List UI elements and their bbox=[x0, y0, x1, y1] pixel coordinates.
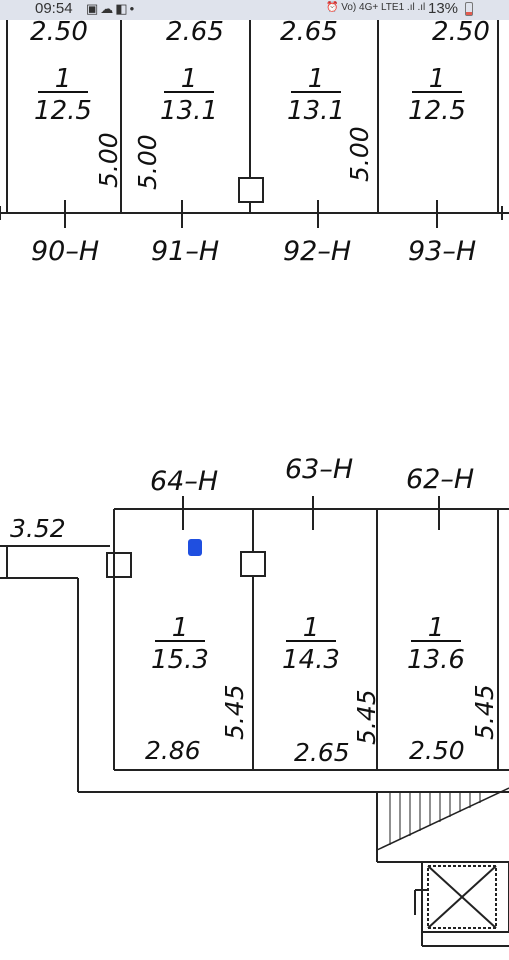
status-time: 09:54 bbox=[35, 0, 73, 17]
column-box bbox=[240, 551, 266, 577]
axis-label: 63–H bbox=[285, 454, 353, 485]
room-ratio-num: 1 bbox=[181, 64, 198, 94]
room-ratio-num: 1 bbox=[303, 613, 320, 643]
top-depth-label: 5.00 bbox=[94, 132, 123, 188]
bottom-width-label: 2.65 bbox=[294, 738, 350, 767]
battery-percent: 13% bbox=[428, 0, 459, 17]
room-ratio-den: 13.6 bbox=[407, 645, 465, 675]
room-ratio-num: 1 bbox=[172, 613, 189, 643]
axis-label: 62–H bbox=[406, 464, 474, 495]
room-ratio-den: 12.5 bbox=[408, 96, 466, 126]
signal-icon: .ıl .ıl bbox=[406, 2, 426, 13]
room-ratio-den: 15.3 bbox=[151, 645, 209, 675]
room-ratio-den: 12.5 bbox=[34, 96, 92, 126]
battery-icon bbox=[465, 2, 473, 16]
shaft-cross bbox=[427, 865, 497, 929]
alarm-icon: ⏰ bbox=[326, 2, 339, 13]
image-icon: ▣ bbox=[86, 1, 101, 16]
bottom-width-label: 2.86 bbox=[145, 736, 201, 765]
location-marker[interactable] bbox=[188, 539, 202, 556]
bottom-block-labels: 64–H 63–H 62–H 3.52 1 15.3 1 14.3 1 13.6… bbox=[10, 454, 499, 767]
axis-label: 93–H bbox=[408, 236, 476, 267]
room-ratio-den: 13.1 bbox=[160, 96, 218, 126]
top-block-labels: 2.50 2.65 2.65 2.50 1 12.5 1 13.1 1 13.1… bbox=[30, 20, 490, 267]
top-depth-label: 5.00 bbox=[133, 134, 162, 190]
stair-diagonal bbox=[376, 787, 509, 851]
app-icon: ◧ bbox=[115, 1, 130, 16]
status-right-icons: ⏰ Vo) 4G+ LTE1 .ıl .ıl bbox=[326, 0, 425, 16]
top-width-label: 2.65 bbox=[280, 20, 338, 47]
top-depth-label: 5.00 bbox=[345, 126, 374, 182]
cloud-upload-icon: ☁ bbox=[100, 1, 116, 16]
axis-label: 92–H bbox=[283, 236, 351, 267]
status-left-icons: ▣☁◧• bbox=[86, 1, 136, 17]
network-label: Vo) 4G+ LTE1 bbox=[341, 2, 405, 13]
column-box bbox=[238, 177, 264, 203]
bottom-depth-label: 5.45 bbox=[352, 689, 381, 745]
top-width-label: 2.50 bbox=[432, 20, 490, 47]
status-bar: 09:54 ▣☁◧• ⏰ Vo) 4G+ LTE1 .ıl .ıl 13% bbox=[0, 0, 509, 20]
axis-label: 64–H bbox=[150, 466, 218, 497]
dot-icon: • bbox=[129, 1, 137, 16]
stair-treads bbox=[389, 792, 481, 845]
room-ratio-num: 1 bbox=[428, 613, 445, 643]
room-ratio-num: 1 bbox=[429, 64, 446, 94]
axis-label: 90–H bbox=[31, 236, 99, 267]
floor-plan[interactable]: 2.50 2.65 2.65 2.50 1 12.5 1 13.1 1 13.1… bbox=[0, 20, 509, 960]
axis-label: 91–H bbox=[151, 236, 219, 267]
room-ratio-num: 1 bbox=[308, 64, 325, 94]
room-ratio-den: 13.1 bbox=[287, 96, 345, 126]
corridor-width-label: 3.52 bbox=[10, 514, 66, 543]
bottom-width-label: 2.50 bbox=[409, 736, 465, 765]
room-ratio-den: 14.3 bbox=[282, 645, 340, 675]
bottom-depth-label: 5.45 bbox=[470, 684, 499, 740]
top-width-label: 2.65 bbox=[166, 20, 224, 47]
column-box bbox=[106, 552, 132, 578]
top-width-label: 2.50 bbox=[30, 20, 88, 47]
room-ratio-num: 1 bbox=[55, 64, 72, 94]
plan-lines bbox=[0, 20, 509, 947]
bottom-depth-label: 5.45 bbox=[220, 684, 249, 740]
